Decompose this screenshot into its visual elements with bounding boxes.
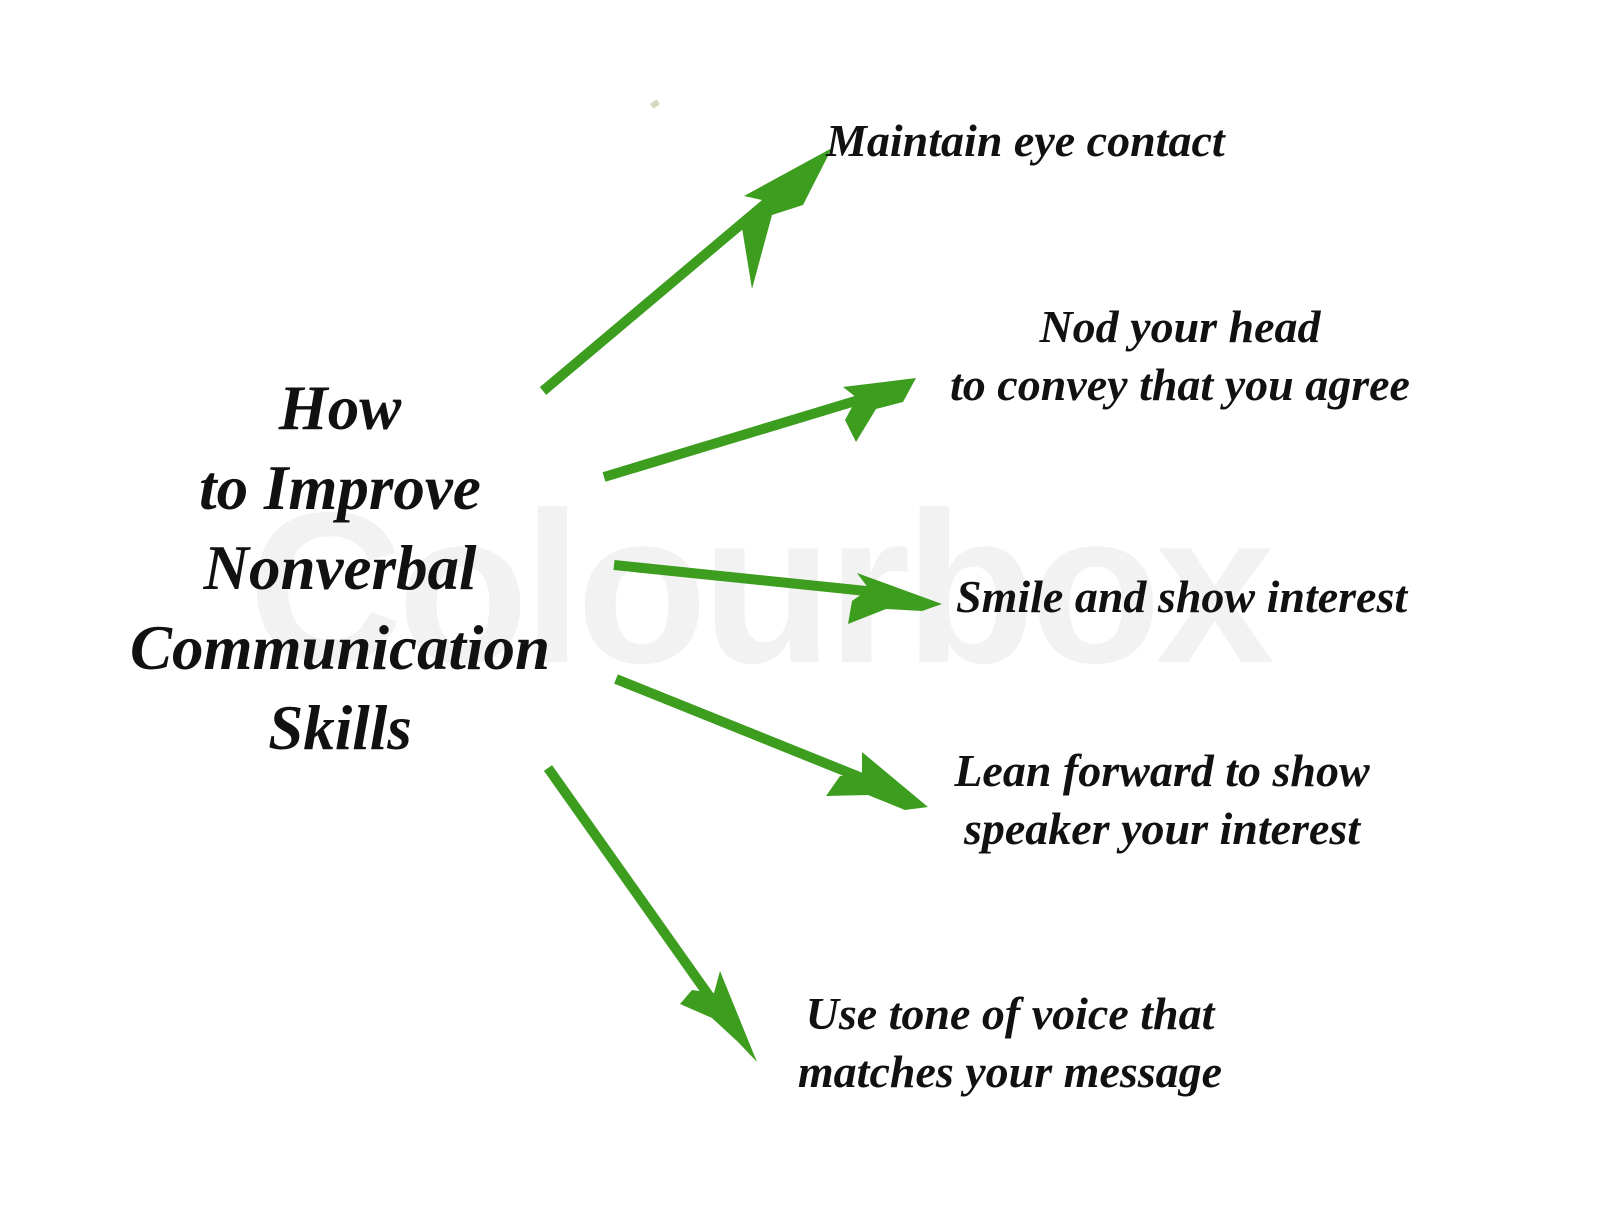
branch-label-lean-forward: Lean forward to show speaker your intere… [954,745,1370,854]
arrow-branch-1 [602,378,916,482]
branch-label-smile-and-show-interest: Smile and show interest [956,571,1408,622]
branch-label-use-tone-of-voice: Use tone of voice that matches your mess… [797,988,1223,1097]
arrow-branch-2 [613,560,942,624]
arrow-branch-4 [543,765,757,1062]
branch-label-nod-your-head: Nod your head to convey that you agree [950,301,1410,410]
arrow-branch-0 [539,148,832,395]
arrow-branch-3 [614,674,928,810]
center-node-title: How to Improve Nonverbal Communication S… [129,373,551,763]
colourbox-watermark: Colourbox [248,467,1275,708]
branch-label-maintain-eye-contact: Maintain eye contact [826,115,1225,166]
